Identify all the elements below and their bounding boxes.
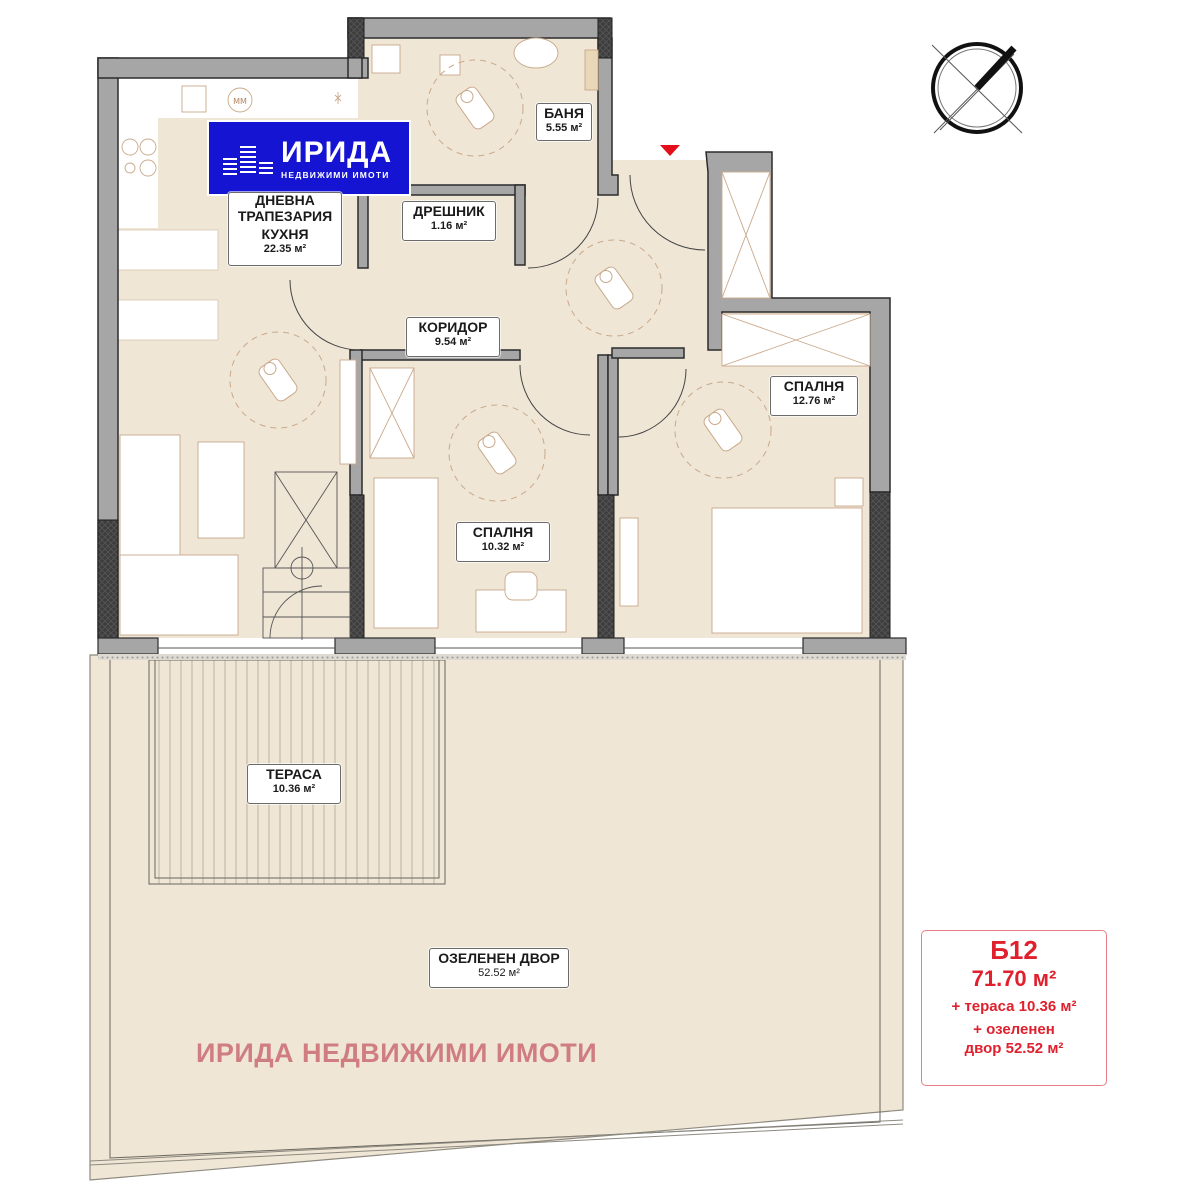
facade-bottom [97,637,907,660]
bedroom-furniture [373,477,864,634]
svg-text:MM: MM [233,97,247,106]
shafts [369,171,871,459]
company-logo: ИРИДА НЕДВИЖИМИ ИМОТИ [207,120,411,196]
room-label-living: ДНЕВНА ТРАПЕЗАРИЯ КУХНЯ 22.35 м² [228,192,342,266]
room-label-garden: ОЗЕЛЕНЕН ДВОР 52.52 м² [429,948,569,988]
entrance-triangle-icon [660,145,680,156]
room-label-terrace: ТЕРАСА 10.36 м² [247,764,341,804]
logo-brand: ИРИДА [281,136,393,169]
room-label-wardrobe: ДРЕШНИК 1.16 м² [402,201,496,241]
unit-terrace-area: + тераса 10.36 м² [951,998,1077,1015]
room-label-bedroom-2: СПАЛНЯ 12.76 м² [770,376,858,416]
unit-yard-line-2: двор 52.52 м² [964,1040,1064,1057]
wheelchair-circles [229,59,772,502]
room-label-bathroom: БАНЯ 5.55 м² [536,103,592,141]
watermark-text: ИРИДА НЕДВИЖИМИ ИМОТИ [196,1038,598,1068]
wheelchair-icons [258,86,743,475]
bathroom-fixtures [371,37,599,91]
unit-code: Б12 [990,935,1038,965]
unit-total-area: 71.70 м² [971,966,1057,991]
room-label-corridor: КОРИДОР 9.54 м² [406,317,500,357]
unit-summary-box: Б12 71.70 м² + тераса 10.36 м² + озелене… [921,930,1107,1086]
compass-north-icon [931,42,1023,134]
bearing-walls [97,17,891,639]
living-furniture: MM [119,85,357,636]
stair-shaft [262,471,351,640]
room-label-bedroom-1: СПАЛНЯ 10.32 м² [456,522,550,562]
buildings-icon [223,146,273,175]
unit-yard-line-1: + озеленен [973,1021,1055,1038]
doors [289,174,706,438]
logo-subtitle: НЕДВИЖИМИ ИМОТИ [281,170,390,180]
